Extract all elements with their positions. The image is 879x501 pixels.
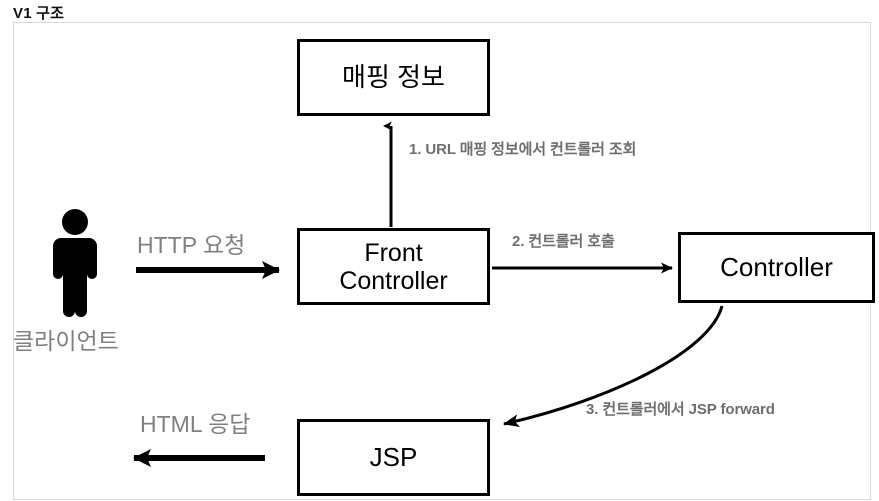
node-jsp-label: JSP: [369, 441, 418, 472]
html-response-label: HTML 응답: [140, 411, 251, 437]
node-jsp[interactable]: JSP: [297, 419, 490, 496]
step-2-label: 2. 컨트롤러 호출: [512, 233, 615, 250]
node-front-controller-label: Front Controller: [339, 239, 447, 295]
page-title: V1 구조: [13, 5, 65, 22]
client-label: 클라이언트: [13, 328, 119, 354]
node-front-controller-label-line2: Controller: [339, 266, 448, 295]
node-mapping-info-label: 매핑 정보: [342, 61, 445, 92]
node-front-controller[interactable]: Front Controller: [297, 228, 490, 305]
node-front-controller-label-line1: Front: [364, 238, 423, 267]
http-request-label: HTTP 요청: [137, 232, 246, 258]
node-controller-label: Controller: [720, 251, 833, 282]
node-controller[interactable]: Controller: [678, 232, 875, 303]
node-mapping-info[interactable]: 매핑 정보: [297, 39, 490, 116]
step-3-label: 3. 컨트롤러에서 JSP forward: [586, 401, 775, 418]
step-1-label: 1. URL 매핑 정보에서 컨트롤러 조회: [409, 141, 637, 158]
person-icon: [53, 209, 97, 317]
